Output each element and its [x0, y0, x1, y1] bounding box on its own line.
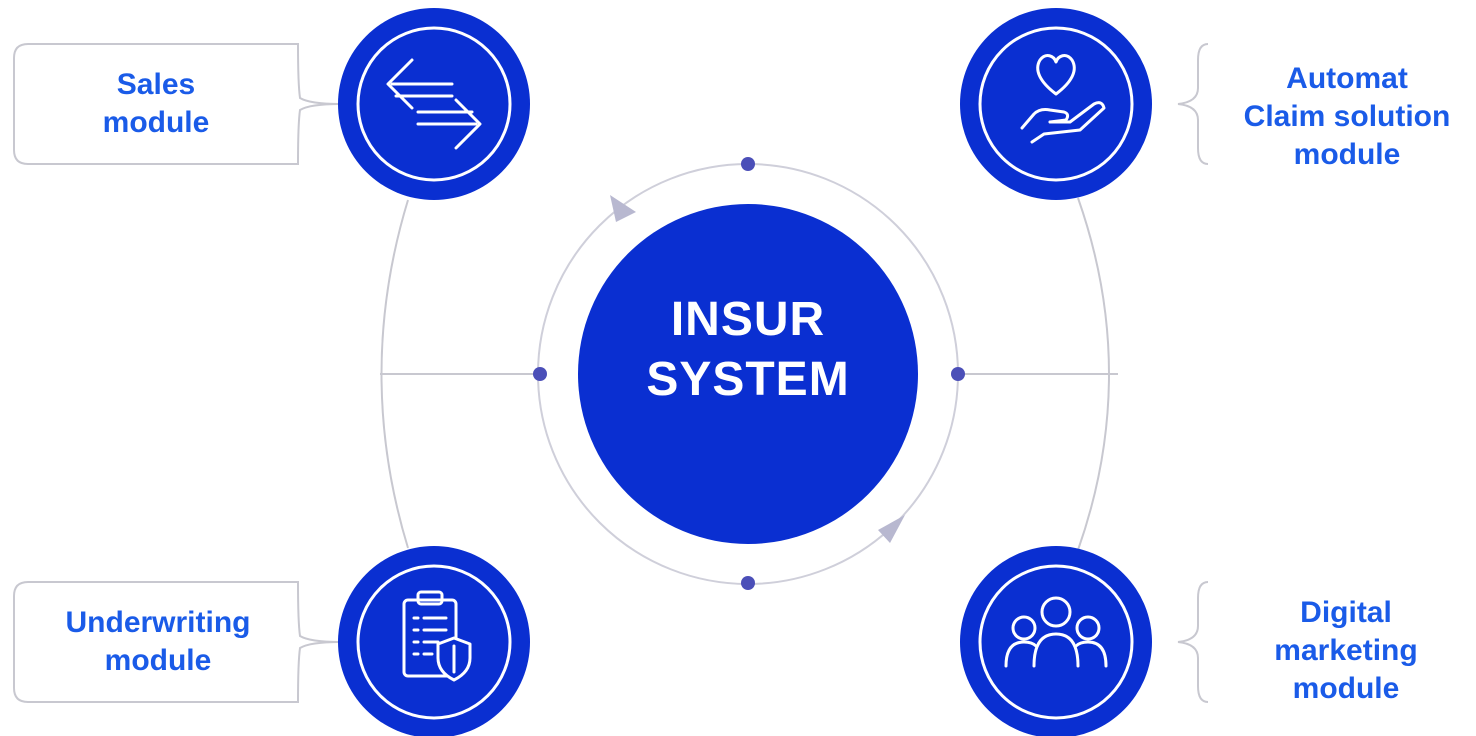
underwriting-module-node[interactable] — [338, 546, 530, 736]
marketing-node-circle — [960, 546, 1152, 736]
underwriting-label-box — [13, 581, 341, 703]
claim-module-node[interactable] — [960, 8, 1152, 200]
claim-label-line3: module — [1293, 138, 1401, 171]
center-title-line1: INSUR — [670, 293, 826, 346]
marketing-label-line3: module — [1292, 672, 1400, 705]
center-hub-circle — [578, 204, 918, 544]
claim-node-circle — [960, 8, 1152, 200]
underwriting-module-label[interactable]: Underwriting module — [36, 604, 280, 680]
sales-node-inner-ring — [356, 26, 512, 182]
marketing-label-line1: Digital — [1300, 596, 1392, 629]
claim-label-line2: Claim solution — [1243, 100, 1451, 133]
marketing-label-line2: marketing — [1274, 634, 1418, 667]
cycle-dot-bottom — [741, 576, 755, 590]
sales-node-circle — [338, 8, 530, 200]
claim-label-bracket — [1177, 43, 1209, 165]
sales-module-node[interactable] — [338, 8, 530, 200]
claim-label-line1: Automat — [1286, 62, 1408, 95]
sales-module-label[interactable]: Sales module — [56, 66, 256, 142]
underwriting-label-line2: module — [104, 644, 212, 677]
cycle-dot-top — [741, 157, 755, 171]
marketing-module-label[interactable]: Digital marketing module — [1246, 594, 1446, 708]
cycle-dot-left — [533, 367, 547, 381]
marketing-label-bracket — [1177, 581, 1209, 703]
sales-label-line2: module — [102, 106, 210, 139]
sales-label-line1: Sales — [116, 68, 196, 101]
marketing-node-inner-ring — [978, 564, 1134, 720]
underwriting-label-line1: Underwriting — [65, 606, 251, 639]
claim-node-inner-ring — [978, 26, 1134, 182]
sales-label-box — [13, 43, 341, 165]
claim-module-label[interactable]: Automat Claim solution module — [1222, 60, 1472, 174]
heart-in-hand-icon — [1020, 54, 1106, 144]
clipboard-shield-icon — [402, 590, 472, 682]
cycle-dot-right — [951, 367, 965, 381]
center-hub-label: INSUR SYSTEM — [578, 290, 918, 410]
arrows-exchange-icon — [386, 58, 482, 150]
center-title-line2: SYSTEM — [646, 353, 850, 406]
cycle-arrow-bottom-right — [878, 515, 905, 543]
people-group-icon — [1004, 596, 1108, 668]
underwriting-node-inner-ring — [356, 564, 512, 720]
cycle-arrow-top-left — [610, 195, 636, 222]
marketing-module-node[interactable] — [960, 546, 1152, 736]
